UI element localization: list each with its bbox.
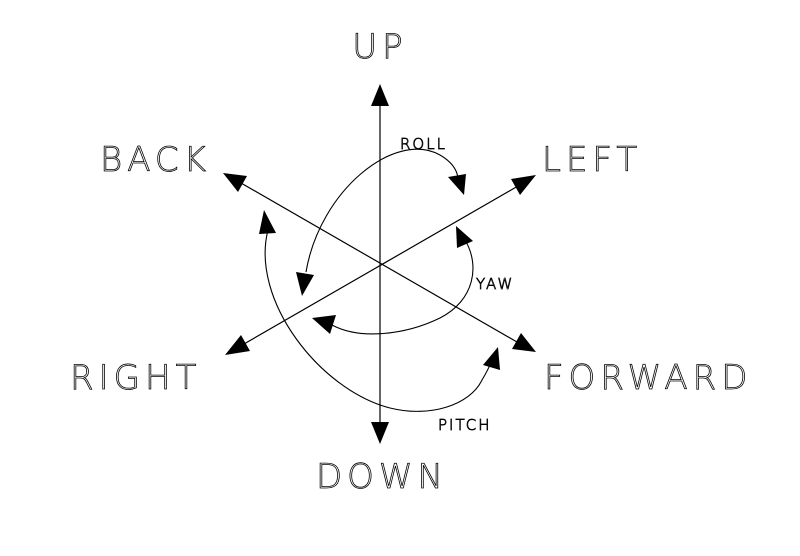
yaw-arrowhead-bottom (312, 315, 336, 334)
roll-curve (305, 148, 459, 273)
label-yaw: YAW (476, 275, 514, 293)
vertical-axis (371, 84, 389, 444)
up-arrowhead (371, 84, 389, 106)
pitch-arrowhead-top (259, 210, 276, 234)
left-arrowhead (511, 175, 536, 195)
label-up: UP (352, 27, 407, 67)
label-left: LEFT (542, 140, 642, 180)
roll-arrowhead-start (296, 272, 314, 296)
pitch-arrowhead-bottom (483, 347, 500, 370)
label-roll: ROLL (400, 135, 447, 153)
yaw-arrowhead-top (456, 226, 473, 248)
down-arrowhead (371, 422, 389, 444)
forward-arrowhead (512, 333, 536, 352)
yaw-curve (331, 239, 474, 335)
back-forward-axis (223, 173, 536, 352)
roll-rotation (296, 148, 466, 296)
pitch-rotation (259, 210, 500, 412)
label-down: DOWN (316, 457, 448, 497)
yaw-rotation (312, 226, 474, 335)
left-right-axis (225, 175, 536, 355)
label-back: BACK (100, 140, 211, 180)
back-forward-axis-line (240, 182, 518, 343)
right-arrowhead (225, 335, 250, 355)
roll-arrowhead-end (448, 174, 466, 195)
pitch-curve (264, 229, 492, 412)
label-pitch: PITCH (438, 416, 492, 434)
back-arrowhead (223, 173, 247, 192)
left-right-axis-line (243, 185, 519, 345)
label-right: RIGHT (70, 358, 201, 398)
label-forward: FORWARD (544, 358, 752, 398)
